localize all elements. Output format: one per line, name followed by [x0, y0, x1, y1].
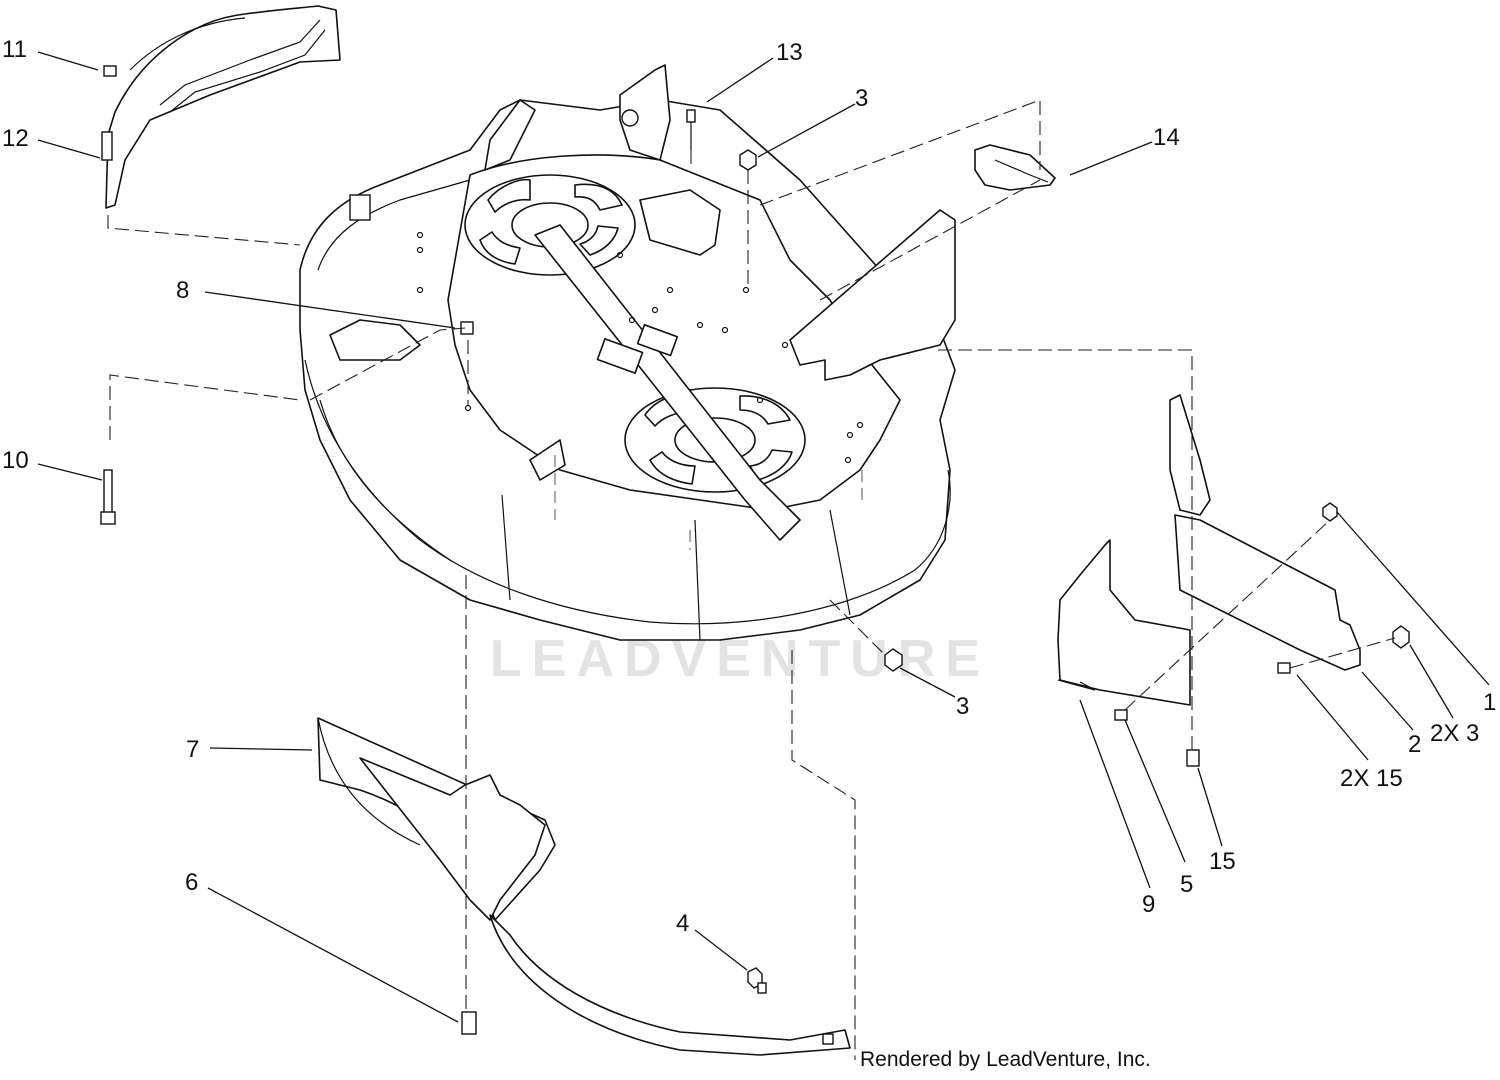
- part-3-nut-bottom: [884, 648, 903, 672]
- part-1-nut: [1322, 502, 1338, 522]
- callout-7: 7: [186, 736, 199, 763]
- leader-lines: [37, 51, 1490, 1023]
- callout-15: 15: [1209, 848, 1236, 875]
- part-2-bracket: [1169, 394, 1361, 671]
- deck-housing: [299, 64, 956, 641]
- part-7-chute: [317, 717, 851, 1056]
- callout-13: 13: [776, 39, 803, 66]
- part-11-nut: [103, 65, 117, 77]
- part-13-screw: [686, 109, 696, 150]
- part-6-bolt: [461, 1011, 477, 1035]
- part-4-bolt: [747, 967, 767, 994]
- part-15-bolt: [1186, 749, 1200, 767]
- callout-14: 14: [1153, 124, 1180, 151]
- callout-1: 1: [1483, 689, 1496, 716]
- render-credit: Rendered by LeadVenture, Inc.: [860, 1048, 1151, 1071]
- callout-2x15: 2X 15: [1340, 765, 1403, 792]
- callout-labels: 11 12 13 3 14 8 10 1 3 2 2X 3 2X 15 7 6 …: [2, 36, 1496, 937]
- part-12-deflector: [101, 5, 341, 209]
- callout-12: 12: [2, 125, 29, 152]
- part-15-bolt-right: [1277, 662, 1291, 674]
- watermark-text: LEADVENTURE: [490, 630, 990, 688]
- spindle-hub-top: [464, 174, 636, 276]
- part-5-bolt: [1114, 709, 1128, 721]
- callout-9: 9: [1142, 891, 1155, 918]
- callout-11: 11: [2, 36, 27, 63]
- part-3-nut-right: [1392, 625, 1410, 649]
- assembly-dash-lines: [107, 99, 1396, 1060]
- part-3-nut-top: [739, 149, 757, 171]
- callout-4: 4: [676, 910, 689, 937]
- callout-5: 5: [1180, 871, 1193, 898]
- callout-8: 8: [176, 277, 189, 304]
- callout-6: 6: [185, 869, 198, 896]
- part-10-bolt: [100, 469, 116, 525]
- callout-3-top: 3: [855, 85, 868, 112]
- callout-3-bottom: 3: [956, 693, 969, 720]
- callout-2x3: 2X 3: [1430, 720, 1479, 747]
- part-12-bracket: [101, 131, 113, 161]
- deck-bumper: [349, 194, 371, 221]
- part-14: [974, 144, 1056, 191]
- callout-10: 10: [2, 447, 29, 474]
- part-9-shield: [1057, 539, 1191, 706]
- deck-holes: [416, 231, 864, 464]
- callout-2: 2: [1408, 731, 1421, 758]
